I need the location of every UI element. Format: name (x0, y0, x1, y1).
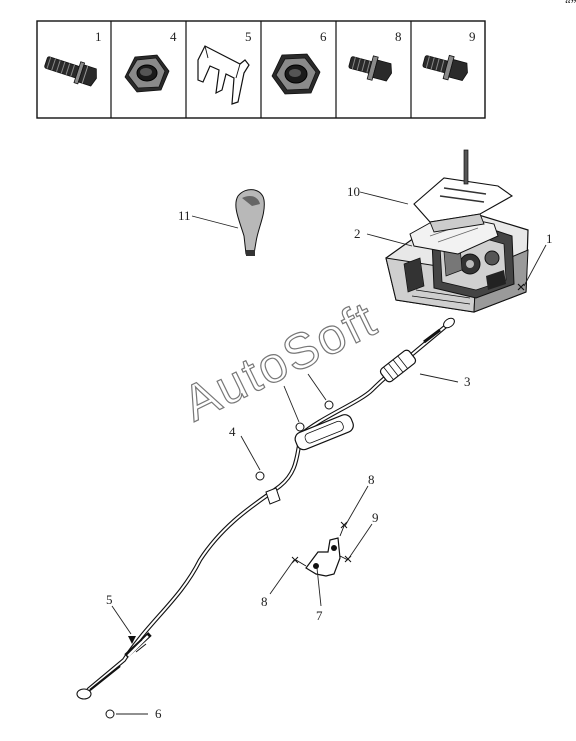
callout-5: 5 (106, 592, 113, 607)
callout-10: 10 (347, 184, 360, 199)
callout-2: 2 (354, 226, 361, 241)
parts-strip-number-6: 6 (320, 29, 327, 44)
callout-9: 9 (372, 510, 379, 525)
callout-11: 11 (178, 208, 191, 223)
parts-strip-number-4: 4 (170, 29, 177, 44)
parts-strip-number-1: 1 (95, 29, 102, 44)
parts-strip: 1 4 5 6 8 (36, 20, 486, 119)
hex-nut-icon (271, 53, 321, 95)
gear-shifter-assembly (385, 149, 529, 313)
arrow-marker (128, 636, 136, 644)
washer-part (255, 471, 265, 481)
washer-part (105, 709, 115, 719)
callout-3: 3 (464, 374, 471, 389)
parts-strip-number-9: 9 (469, 29, 476, 44)
bolt-icon (348, 55, 392, 82)
corner-mark: “” (565, 0, 576, 11)
callout-7: 7 (316, 608, 323, 623)
mounting-bracket-part (291, 521, 352, 577)
shift-cable (76, 317, 455, 700)
callout-8-lower: 8 (261, 594, 268, 609)
leader-lines (111, 191, 547, 715)
callout-4: 4 (229, 424, 236, 439)
retaining-clip-icon (197, 45, 250, 105)
callout-8-upper: 8 (368, 472, 375, 487)
callout-numbers: 10 2 1 11 3 4 5 6 8 9 8 7 (106, 184, 553, 721)
callout-1: 1 (546, 231, 553, 246)
autosoft-watermark: AutoSoft (174, 290, 385, 431)
washer-part (324, 400, 334, 410)
callout-6: 6 (155, 706, 162, 721)
hex-nut-icon (124, 54, 170, 93)
washer-part (295, 422, 305, 432)
bolt-icon (44, 56, 97, 87)
parts-strip-number-5: 5 (245, 29, 252, 44)
parts-strip-number-8: 8 (395, 29, 402, 44)
bolt-icon (422, 54, 468, 82)
shift-knob-part (235, 189, 265, 256)
